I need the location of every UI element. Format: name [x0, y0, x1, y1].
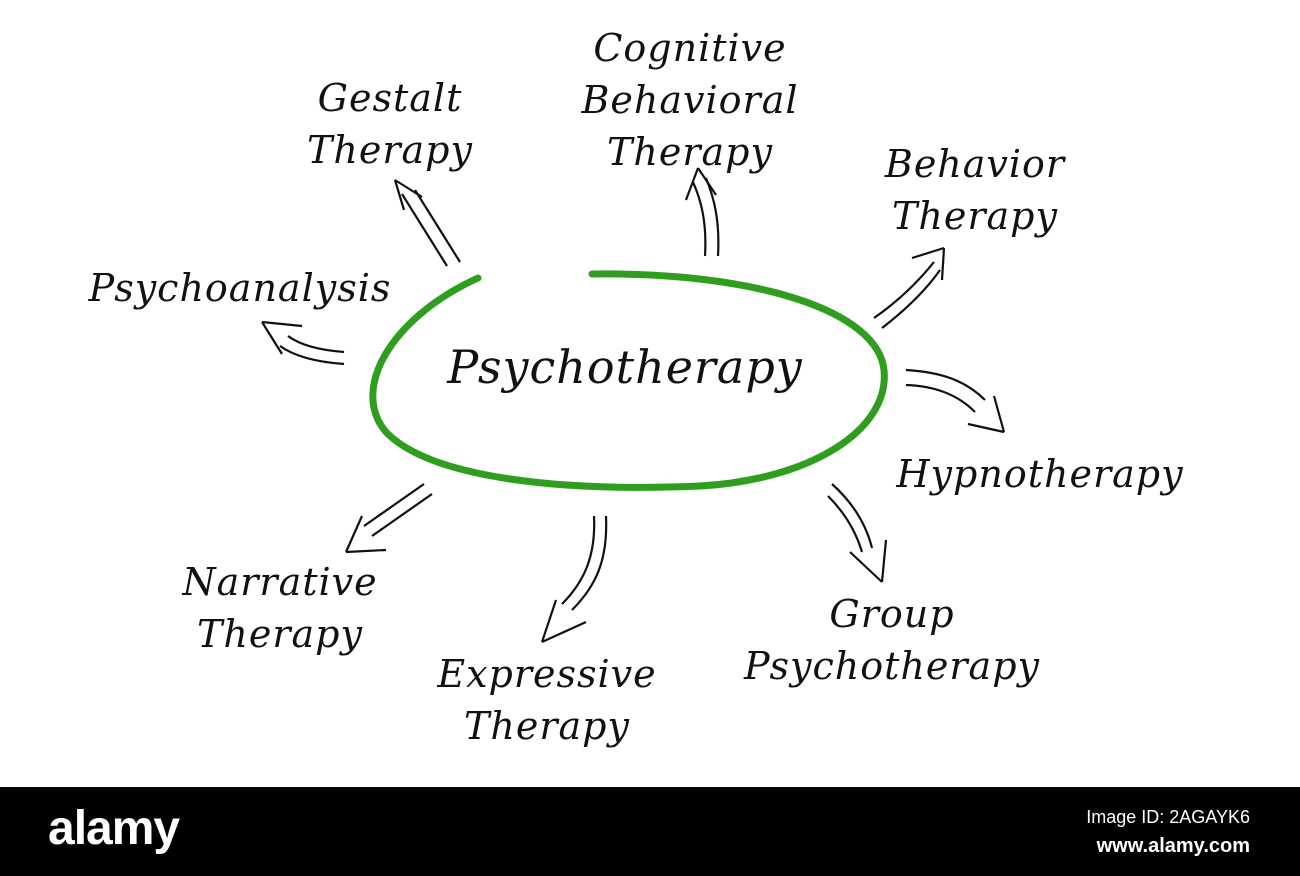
watermark-footer: alamy Image ID: 2AGAYK6 www.alamy.com	[0, 787, 1300, 876]
node-narrative-line-2: Therapy	[197, 612, 363, 656]
node-group: Group Psychotherapy	[712, 588, 1072, 692]
node-gestalt: Gestalt Therapy	[260, 72, 520, 176]
node-cbt: Cognitive Behavioral Therapy	[520, 22, 860, 178]
node-narrative: Narrative Therapy	[150, 556, 410, 660]
node-narrative-line-1: Narrative	[182, 560, 378, 604]
node-expressive-line-1: Expressive	[437, 652, 657, 696]
arrow-to-gestalt	[393, 179, 461, 267]
node-gestalt-line-2: Therapy	[307, 128, 473, 172]
diagram-canvas: Psychotherapy Psychoanalysis Gestalt The…	[40, 22, 1210, 752]
node-group-line-1: Group	[829, 592, 955, 636]
arrow-to-expressive	[540, 515, 608, 644]
node-group-line-2: Psychotherapy	[744, 644, 1040, 688]
arrow-to-narrative	[344, 483, 433, 554]
node-cbt-line-1: Cognitive	[593, 26, 787, 70]
node-gestalt-line-1: Gestalt	[317, 76, 463, 120]
brand-logo: alamy	[48, 802, 180, 855]
center-ring	[369, 270, 888, 491]
diagram-arrows	[261, 167, 1006, 644]
node-behavior: Behavior Therapy	[850, 138, 1100, 242]
node-expressive-line-2: Therapy	[464, 704, 630, 748]
node-cbt-line-3: Therapy	[607, 130, 773, 174]
site-url: www.alamy.com	[1096, 835, 1250, 857]
center-label: Psychotherapy	[447, 340, 803, 394]
arrow-to-cbt	[684, 167, 720, 257]
arrow-to-behavior	[873, 246, 946, 329]
node-psychoanalysis: Psychoanalysis	[40, 262, 440, 314]
node-cbt-line-2: Behavioral	[581, 78, 799, 122]
node-hypnotherapy: Hypnotherapy	[870, 448, 1210, 500]
arrow-to-group	[827, 483, 888, 583]
arrow-to-psychoanalysis	[261, 320, 345, 366]
node-behavior-line-1: Behavior	[884, 142, 1066, 186]
image-id: Image ID: 2AGAYK6	[1086, 807, 1250, 827]
node-expressive: Expressive Therapy	[412, 648, 682, 752]
node-psychoanalysis-line-1: Psychoanalysis	[88, 266, 392, 310]
node-hypnotherapy-line-1: Hypnotherapy	[896, 452, 1184, 496]
arrow-to-hypnotherapy	[905, 368, 1006, 434]
node-behavior-line-2: Therapy	[892, 194, 1058, 238]
